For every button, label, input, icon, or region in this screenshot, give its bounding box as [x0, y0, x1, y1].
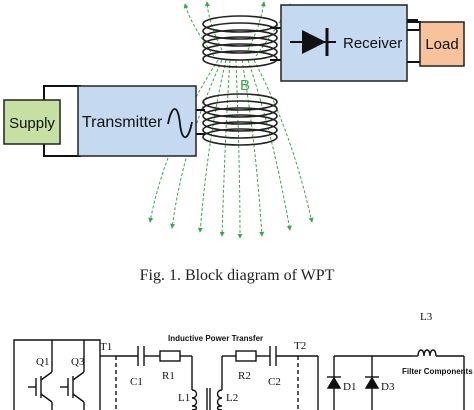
transmitter-coil [202, 93, 278, 146]
terminal-t1: T1 [100, 341, 112, 353]
resistor-r2-label: R2 [238, 370, 251, 382]
diode-d3-label: D3 [381, 381, 395, 393]
diode-d1-label: D1 [343, 381, 356, 393]
capacitor-c2-label: C2 [268, 376, 281, 388]
capacitor-c1-label: C1 [130, 376, 143, 388]
load-block: Load [419, 21, 465, 67]
transistor-q3-label: Q3 [71, 356, 85, 368]
terminal-t2: T2 [294, 340, 306, 352]
schematic-title: Inductive Power Transfer [168, 334, 263, 343]
transmitter-label: Transmitter [82, 114, 163, 131]
diode-icon [290, 28, 336, 56]
transistor-q1-label: Q1 [36, 356, 49, 368]
receiver-label: Receiver [343, 35, 402, 52]
transmitter-block: Transmitter [77, 85, 197, 157]
receiver-coil [202, 15, 278, 68]
schematic-labels: T1 T2 Inductive Power Transfer Q1 Q3 C1 … [36, 311, 473, 404]
filter-components-label: Filter Components [402, 367, 473, 376]
inductor-l1-label: L1 [178, 392, 190, 404]
figure-caption: Fig. 1. Block diagram of WPT [140, 267, 335, 284]
load-label: Load [425, 36, 458, 53]
inductor-l2-label: L2 [226, 392, 238, 404]
inductor-l3-label: L3 [420, 311, 433, 323]
resistor-r1-label: R1 [162, 370, 175, 382]
ac-wave-icon [167, 108, 193, 139]
supply-block: Supply [3, 99, 61, 145]
supply-label: Supply [9, 115, 55, 132]
field-label-b: B [240, 77, 250, 94]
receiver-block: Receiver [280, 4, 408, 82]
circuit-schematic [13, 339, 465, 410]
